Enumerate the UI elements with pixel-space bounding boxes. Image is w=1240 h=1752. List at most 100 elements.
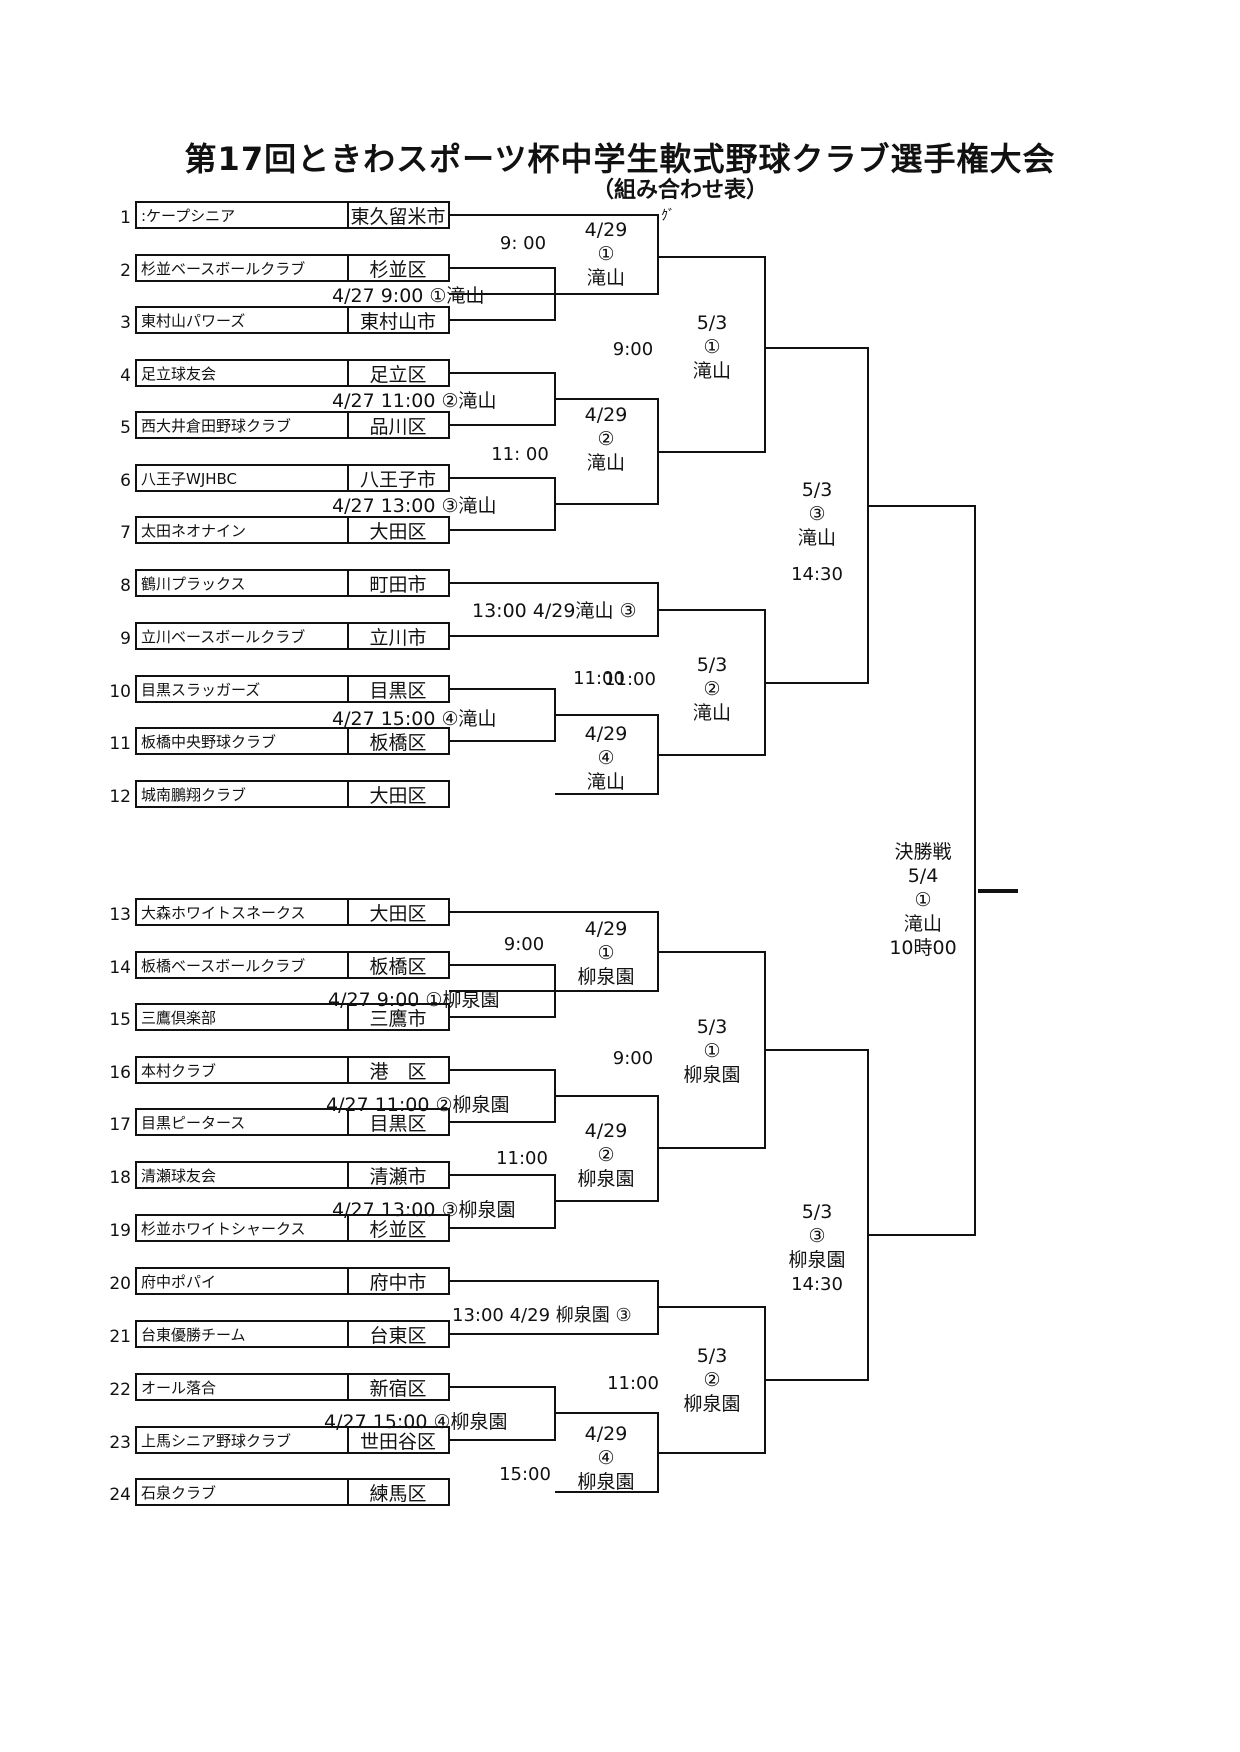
team-name: 足立球友会 — [141, 365, 216, 383]
team-area: 世田谷区 — [360, 1431, 436, 1453]
round1-match-label: 4/27 9:00 ①柳泉園 — [328, 989, 499, 1011]
round2-match: 4/29 — [585, 219, 628, 241]
round2-match: ① — [597, 942, 614, 964]
team-area: 目黒区 — [369, 1113, 426, 1135]
team-name: 城南鵬翔クラブ — [141, 786, 246, 804]
team-area: 東村山市 — [360, 311, 436, 333]
team-name: 清瀬球友会 — [141, 1167, 216, 1185]
team-name: 八王子WJHBC — [141, 470, 237, 488]
team-name: 西大井倉田野球クラブ — [141, 417, 291, 435]
semifinal-match: 滝山 — [798, 527, 836, 549]
final-match: ① — [914, 889, 931, 911]
team-number: 7 — [120, 523, 131, 543]
team-row: 24 石泉クラブ 練馬区 — [109, 1478, 450, 1506]
round3-match: 5/3 — [697, 1016, 728, 1038]
semifinal-bracket — [765, 347, 869, 684]
round2-time: 15:00 — [499, 1464, 551, 1485]
team-name: 板橋ベースボールクラブ — [141, 957, 305, 975]
team-name: 石泉クラブ — [141, 1484, 216, 1502]
team-area: 目黒区 — [369, 680, 426, 702]
team-number: 4 — [120, 366, 131, 386]
round2-time: 11: 00 — [491, 444, 549, 465]
final-match: 5/4 — [908, 865, 939, 887]
team-number: 20 — [109, 1274, 131, 1294]
semifinal-match: 5/3 — [802, 1201, 833, 1223]
team-row: 1:ケープシニア東久留米市 — [120, 201, 450, 229]
team-number: 23 — [109, 1433, 131, 1453]
team-name: 本村クラブ — [141, 1062, 216, 1080]
round3-match: 柳泉園 — [683, 1393, 740, 1415]
round2-match: 4/29 — [585, 918, 628, 940]
team-area: 杉並区 — [369, 259, 426, 281]
team-number: 13 — [109, 905, 131, 925]
round1-match-label: 4/27 13:00 ③柳泉園 — [332, 1199, 516, 1221]
round2-match: ② — [597, 1144, 614, 1166]
team-area: 新宿区 — [369, 1378, 426, 1400]
team-area: 板橋区 — [369, 732, 426, 754]
team-name: 三鷹倶楽部 — [141, 1009, 216, 1027]
round2-match: 4/29 — [585, 404, 628, 426]
round2-match: 滝山 — [587, 771, 625, 793]
semifinal-match: 5/3 — [802, 479, 833, 501]
semifinal-match: ③ — [808, 1225, 825, 1247]
final-match: 10時00 — [889, 937, 956, 959]
round3-match: ② — [703, 678, 720, 700]
team-name: 目黒スラッガーズ — [141, 681, 260, 699]
team-area: 品川区 — [369, 416, 426, 438]
team-number: 22 — [109, 1380, 131, 1400]
team-number: 6 — [120, 471, 131, 491]
round2-match: 柳泉園 — [577, 1168, 634, 1190]
round1-match-label: 4/27 11:00 ②柳泉園 — [326, 1094, 510, 1116]
team-number: 24 — [109, 1485, 131, 1505]
team-row: 23 上馬シニア野球クラブ 世田谷区 — [109, 1426, 450, 1454]
team-area: 大田区 — [369, 521, 426, 543]
final-match: 決勝戦 — [894, 841, 951, 863]
team-area: 清瀬市 — [369, 1166, 426, 1188]
final-match: 滝山 — [904, 913, 942, 935]
semifinal-match: 柳泉園 — [788, 1249, 845, 1271]
team-number: 19 — [109, 1221, 131, 1241]
round2-match: 柳泉園 — [577, 1471, 634, 1493]
team-area: 台東区 — [369, 1325, 426, 1347]
team-name: 上馬シニア野球クラブ — [141, 1432, 291, 1450]
team-box — [135, 780, 450, 808]
team-number: 11 — [109, 734, 131, 754]
team-area: 練馬区 — [369, 1483, 426, 1505]
round2-match: ① — [597, 243, 614, 265]
team-area: 板橋区 — [369, 956, 426, 978]
team-number: 5 — [120, 418, 131, 438]
round3-match: 5/3 — [697, 312, 728, 334]
round3-match: 滝山 — [693, 360, 731, 382]
round3-match: 5/3 — [697, 654, 728, 676]
round2-time: 9:00 — [504, 934, 544, 955]
round1-match-label: 4/27 15:00 ④滝山 — [332, 708, 497, 730]
scan-mark: ｸﾞ — [661, 208, 675, 224]
team-name: 杉並ホワイトシャークス — [141, 1220, 306, 1238]
team-number: 8 — [120, 576, 131, 596]
round2-match: ④ — [597, 1447, 614, 1469]
round3-time: 11:00 — [604, 669, 656, 690]
team-area: 大田区 — [369, 903, 426, 925]
round1-match-label: 4/27 15:00 ④柳泉園 — [324, 1411, 508, 1433]
team-name: :ケープシニア — [141, 207, 235, 225]
team-number: 14 — [109, 958, 131, 978]
bracket-lines — [449, 214, 976, 1493]
team-name: 鶴川プラックス — [141, 575, 246, 593]
round2-match: 4/29 — [585, 1423, 628, 1445]
team-row: 5 西大井倉田野球クラブ 品川区 — [120, 411, 450, 439]
team-name: 太田ネオナイン — [141, 522, 246, 540]
tournament-subtitle: （組み合わせ表） — [591, 178, 768, 203]
team-number: 15 — [109, 1010, 131, 1030]
